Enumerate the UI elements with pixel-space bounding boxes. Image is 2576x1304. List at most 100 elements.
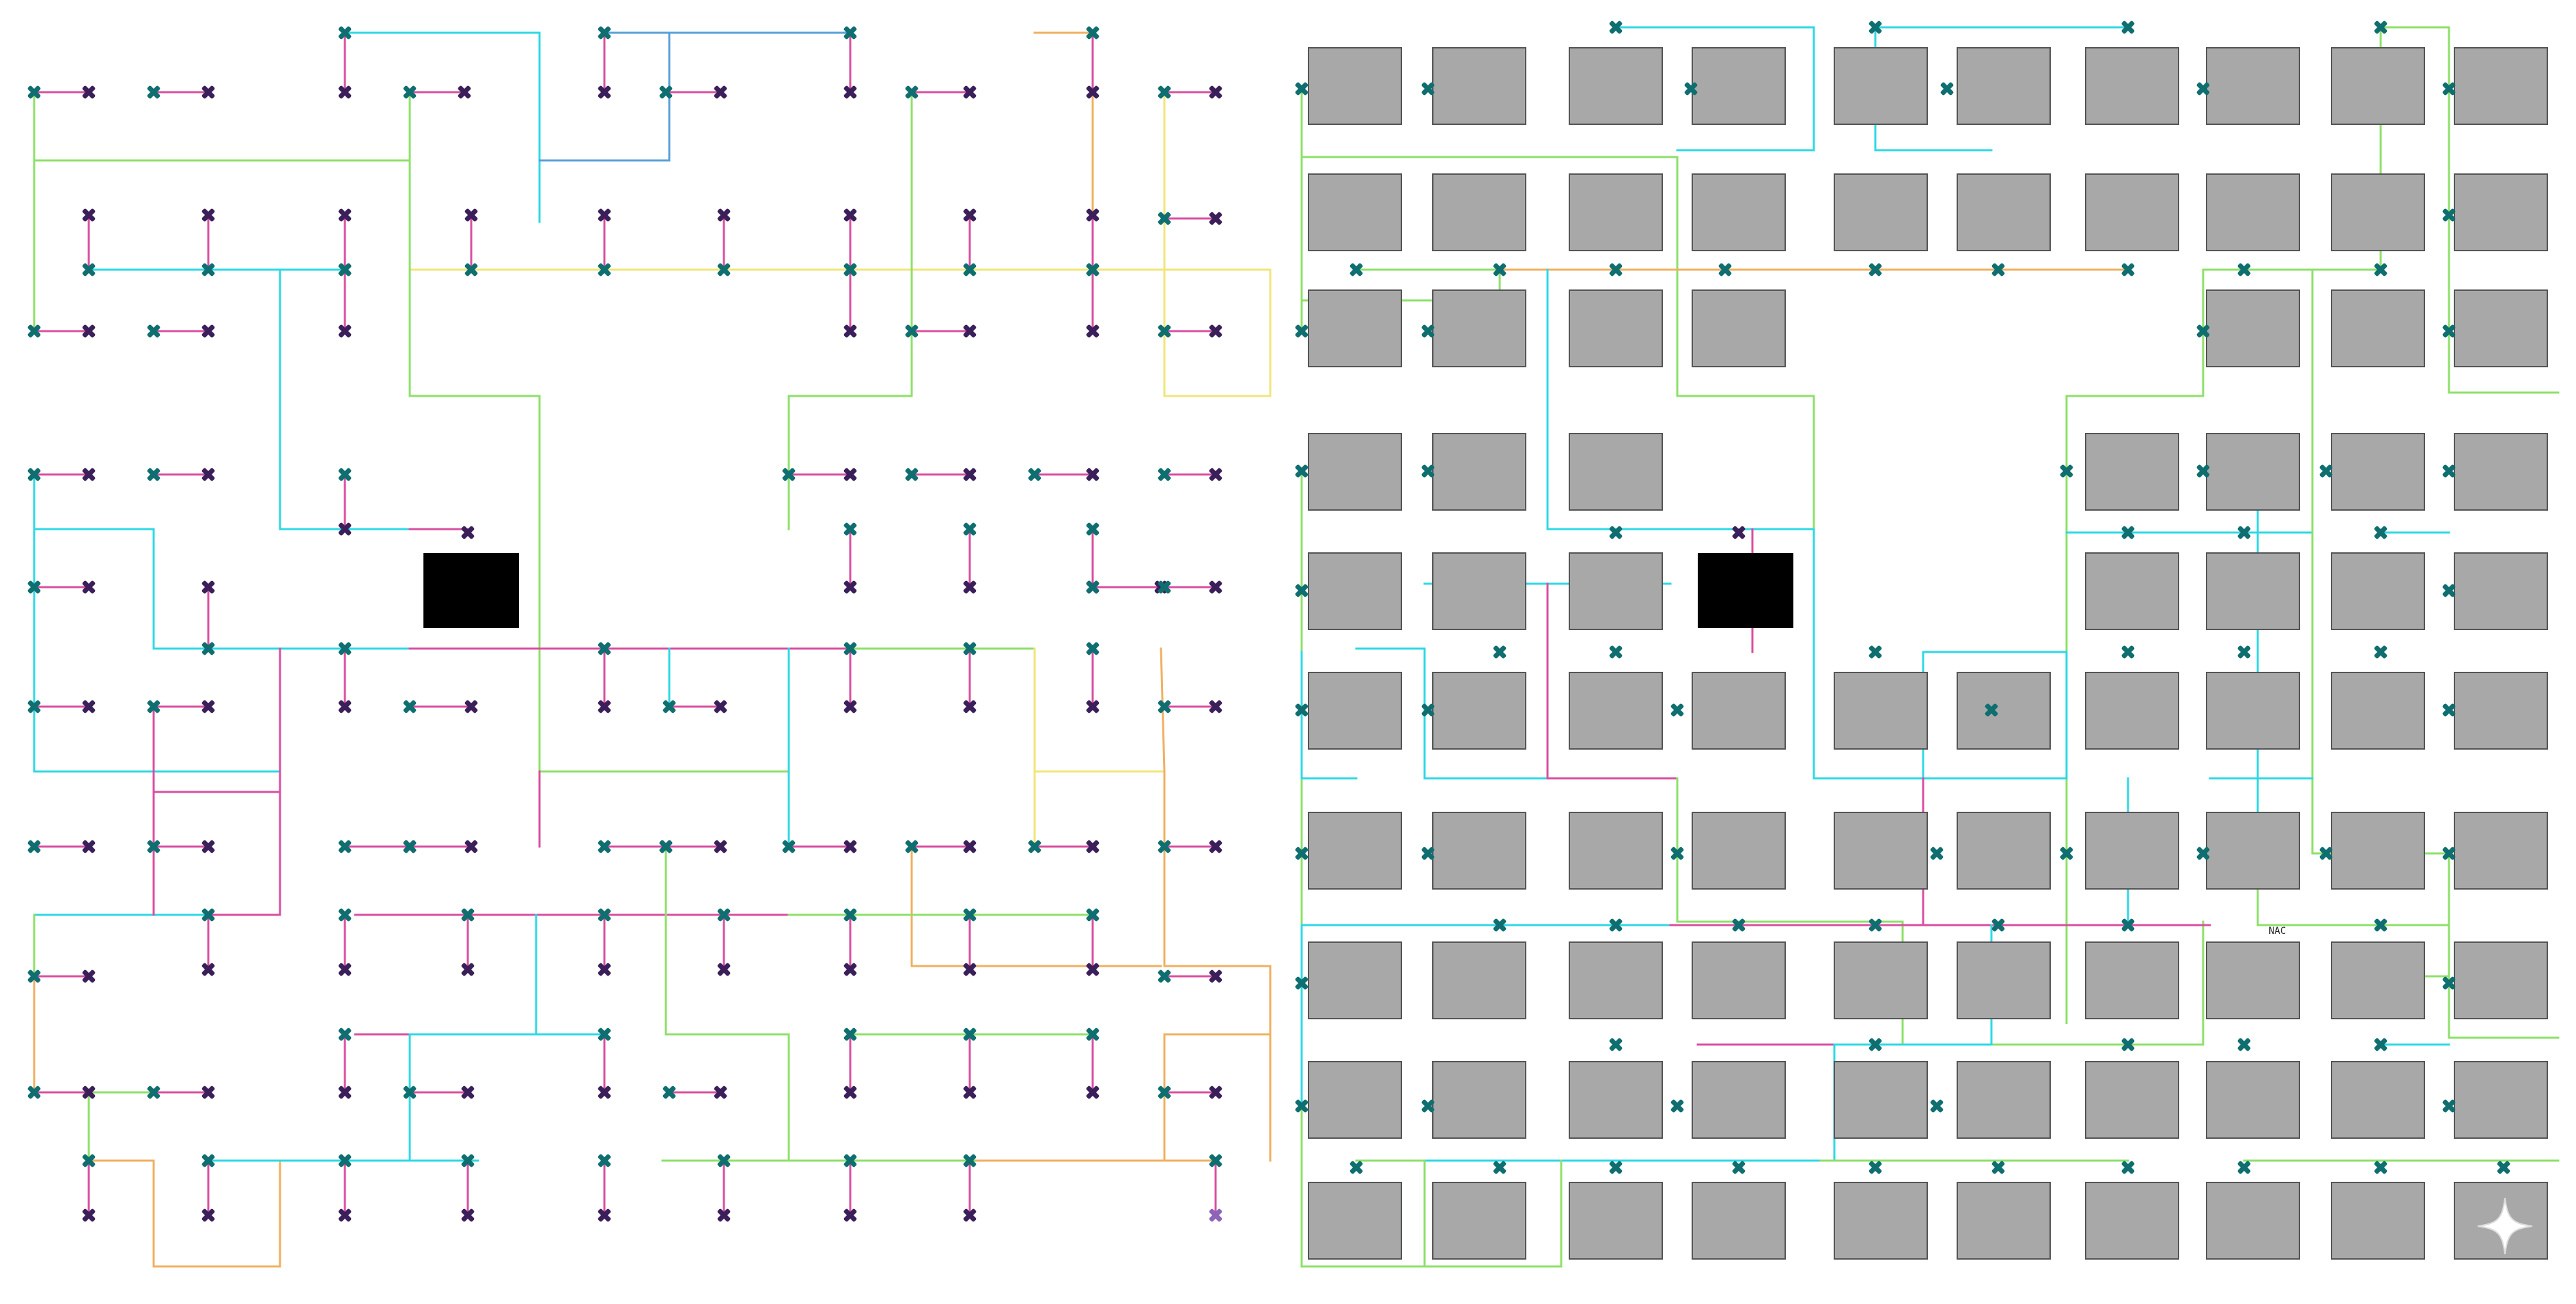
pin-node: [598, 1086, 611, 1099]
placed-cell: [1569, 289, 1663, 367]
pin-node: [2121, 1161, 2135, 1174]
pin-node: [598, 908, 611, 922]
pin-node: [1295, 464, 1308, 478]
pin-node: [843, 85, 857, 99]
pin-node: [403, 700, 417, 713]
routing-wire: [2448, 852, 2560, 1039]
placed-cell: [2331, 433, 2425, 511]
pin-node: [1718, 263, 1732, 277]
pin-node: [1295, 976, 1308, 990]
pin-node: [1028, 468, 1041, 481]
pin-node: [1493, 263, 1507, 277]
pin-node: [1295, 847, 1308, 860]
pin-node: [1028, 840, 1041, 853]
pin-node: [201, 324, 215, 338]
pin-node: [338, 26, 352, 40]
pin-node: [338, 700, 352, 713]
pin-node: [714, 840, 727, 853]
routing-wire: [1676, 156, 1815, 530]
pin-node: [2196, 464, 2210, 478]
pin-node: [464, 208, 478, 222]
placed-cell: [1432, 289, 1526, 367]
routing-wire: [538, 31, 671, 162]
placed-cell: [1569, 1182, 1663, 1260]
routing-wire: [1614, 26, 1815, 152]
pin-node: [461, 1154, 475, 1167]
pin-node: [1086, 85, 1100, 99]
placed-cell: [2331, 552, 2425, 630]
pin-node: [461, 1086, 475, 1099]
routing-wire: [1546, 582, 1679, 780]
placed-cell: [2454, 812, 2548, 890]
placed-cell: [2085, 552, 2179, 630]
pin-node: [1609, 918, 1623, 932]
pin-node: [963, 522, 977, 536]
pin-node: [464, 700, 478, 713]
pin-node: [2374, 918, 2388, 932]
placed-cell: [2206, 941, 2300, 1019]
pin-node: [338, 85, 352, 99]
pin-node: [1086, 208, 1100, 222]
pin-node: [201, 840, 215, 853]
pin-node: [905, 85, 919, 99]
pin-node: [714, 700, 727, 713]
pin-node: [2319, 847, 2333, 860]
pin-node: [1209, 1154, 1222, 1167]
pin-node: [27, 969, 41, 983]
pin-node: [1158, 700, 1171, 713]
placed-cell: [2454, 289, 2548, 367]
pin-node: [1086, 263, 1100, 277]
placed-cell: [2454, 941, 2548, 1019]
pin-node: [2121, 263, 2135, 277]
pin-node: [1209, 840, 1222, 853]
placed-cell: [1432, 47, 1526, 125]
pin-node: [1158, 840, 1171, 853]
pin-node: [1421, 324, 1435, 338]
pin-node: [2121, 918, 2135, 932]
pin-node: [717, 263, 731, 277]
placed-cell: [2331, 173, 2425, 251]
pin-node: [1732, 526, 1746, 539]
pin-node: [1158, 324, 1171, 338]
pin-node: [1868, 918, 1882, 932]
pin-node: [2442, 464, 2456, 478]
placed-cell: [1569, 1061, 1663, 1139]
pin-node: [27, 840, 41, 853]
placed-cell: [2454, 433, 2548, 511]
pin-node: [1209, 212, 1222, 225]
pin-node: [1493, 1161, 1507, 1174]
placed-cell: [2206, 433, 2300, 511]
pin-node: [843, 963, 857, 976]
pin-node: [2121, 526, 2135, 539]
pin-node: [82, 840, 96, 853]
pin-node: [201, 208, 215, 222]
pin-node: [963, 908, 977, 922]
placed-cell: [2454, 47, 2548, 125]
placed-cell: [1569, 433, 1663, 511]
placed-cell: [2085, 941, 2179, 1019]
placed-cell: [1834, 173, 1928, 251]
pin-node: [2121, 20, 2135, 34]
pin-node: [338, 1086, 352, 1099]
pin-node: [1991, 1161, 2005, 1174]
placed-cell: [1692, 1061, 1786, 1139]
routing-wire: [1033, 31, 1094, 271]
pin-node: [1295, 703, 1308, 717]
pin-node: [1209, 324, 1222, 338]
pin-node: [147, 1086, 160, 1099]
placed-cell: [1308, 173, 1402, 251]
pin-node: [1086, 908, 1100, 922]
pin-node: [963, 580, 977, 594]
pin-node: [717, 208, 731, 222]
pin-node: [1493, 645, 1507, 659]
routing-wire: [664, 845, 1217, 1162]
pin-node: [598, 26, 611, 40]
pin-node: [82, 263, 96, 277]
pin-node: [338, 208, 352, 222]
pin-node: [2121, 1038, 2135, 1051]
placed-cell: [1569, 552, 1663, 630]
pin-node: [1421, 82, 1435, 96]
pin-node: [201, 263, 215, 277]
routing-wire: [344, 31, 541, 223]
